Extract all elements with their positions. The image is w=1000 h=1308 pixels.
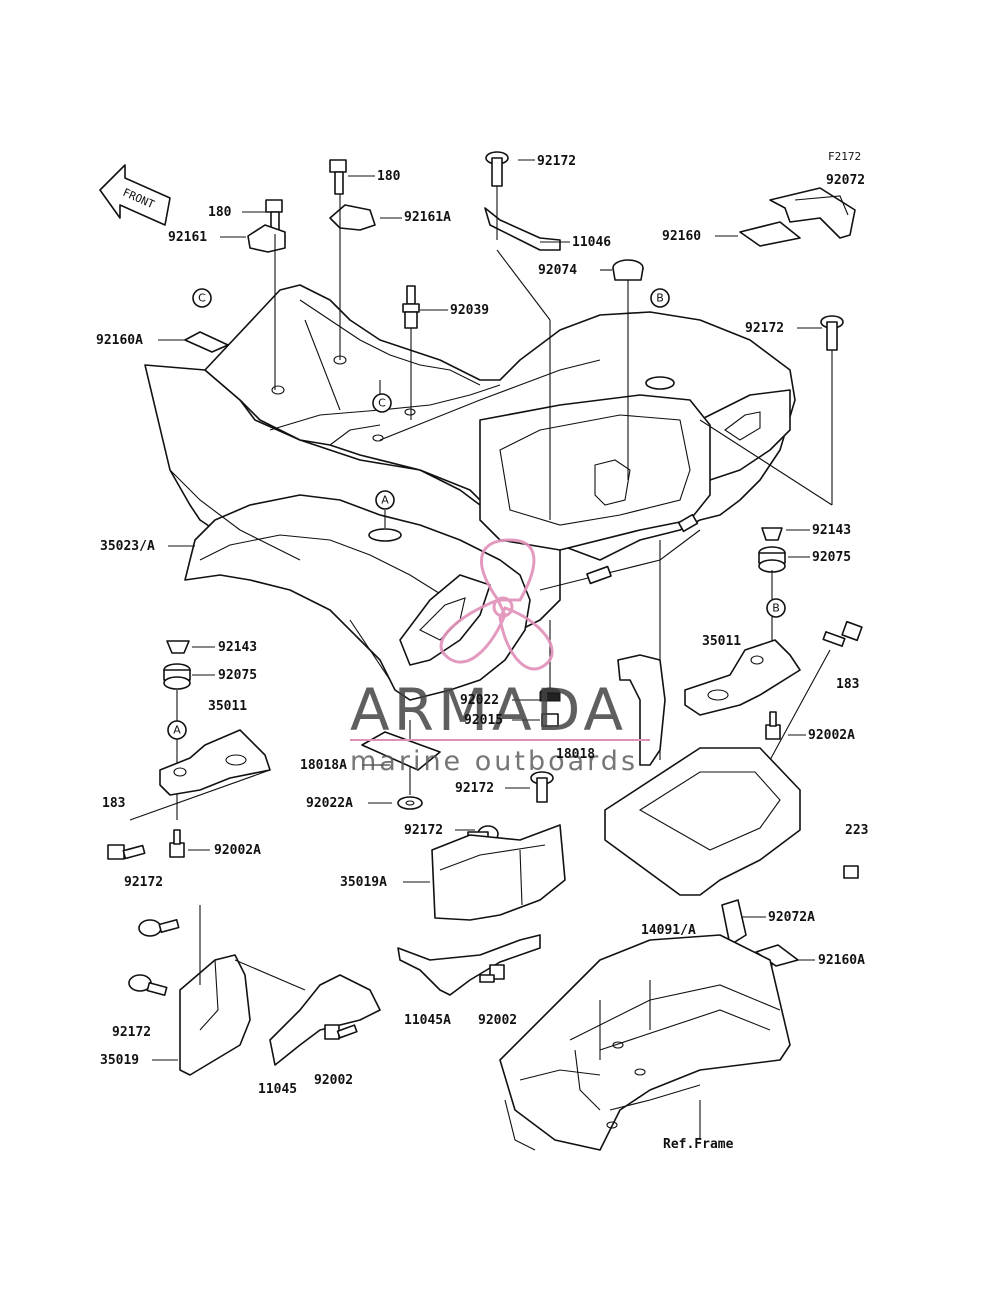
part-label: 223 [845, 823, 868, 838]
part-label: 92172 [537, 154, 576, 169]
callout-markers: C C B A B A [167, 288, 786, 740]
center-hardware [361, 687, 566, 921]
top-hardware [184, 151, 856, 573]
part-label: 92002 [478, 1013, 517, 1028]
part-label: 92022A [306, 796, 353, 811]
callout-a-bracket: A [173, 724, 181, 737]
bracket-35011-right [617, 620, 863, 766]
part-label: 180 [377, 169, 401, 184]
part-label: 92172 [112, 1025, 151, 1040]
leader-lines [129, 159, 833, 1061]
callout-b-top: B [656, 292, 664, 305]
figure-ref: F2172 [828, 150, 861, 163]
reference-frame [499, 934, 791, 1151]
part-label: 92161A [404, 210, 451, 225]
part-label: 18018A [300, 758, 347, 773]
part-label: 92160A [96, 333, 143, 348]
part-label: 35019 [100, 1053, 139, 1068]
part-label: 92172 [455, 781, 494, 796]
part-label: 11045 [258, 1082, 297, 1097]
rear-fender-body [144, 284, 796, 701]
callout-a-body: A [381, 494, 389, 507]
part-label: 92160 [662, 229, 701, 244]
part-labels: 180 92172 180 92161A 11046 92072 92074 9… [96, 154, 868, 1152]
part-label: 92172 [745, 321, 784, 336]
propeller-logo-icon [439, 538, 554, 671]
tray-14091A [604, 747, 859, 967]
part-label: 183 [102, 796, 125, 811]
part-label: 11046 [572, 235, 611, 250]
part-label: 92143 [218, 640, 257, 655]
part-label: 92074 [538, 263, 577, 278]
watermark-subtitle: marine outboards [350, 746, 638, 777]
part-label: 92015 [464, 713, 503, 728]
part-label: 92161 [168, 230, 207, 245]
part-label: 92075 [812, 550, 851, 565]
callout-c-top: C [198, 292, 206, 305]
part-label: 92039 [450, 303, 489, 318]
part-label: 92002 [314, 1073, 353, 1088]
part-label: 92002A [214, 843, 261, 858]
part-label: 11045A [404, 1013, 451, 1028]
part-label: 35019A [340, 875, 387, 890]
lower-left-brackets [128, 905, 541, 1076]
callout-b-bracket: B [772, 602, 780, 615]
left-hardware [107, 640, 271, 860]
part-label: 92172 [124, 875, 163, 890]
part-label: 92172 [404, 823, 443, 838]
watermark-title: ARMADA [350, 676, 627, 744]
part-label: 183 [836, 677, 859, 692]
part-label: 92002A [808, 728, 855, 743]
part-label: 14091/A [641, 923, 696, 938]
part-label: 92075 [218, 668, 257, 683]
part-label: 35011 [208, 699, 247, 714]
part-label: 92072A [768, 910, 815, 925]
front-arrow-icon: FRONT [99, 164, 171, 226]
part-label: 18018 [556, 747, 595, 762]
part-label: 92072 [826, 173, 865, 188]
part-label: 92160A [818, 953, 865, 968]
part-label: 92022 [460, 693, 499, 708]
callout-c-mid: C [378, 397, 386, 410]
part-label: 92143 [812, 523, 851, 538]
watermark: ARMADA marine outboards [350, 538, 650, 777]
part-label: 35023/A [100, 539, 155, 554]
ref-frame-label: Ref.Frame [663, 1137, 734, 1152]
part-label: 180 [208, 205, 232, 220]
part-label: 35011 [702, 634, 741, 649]
